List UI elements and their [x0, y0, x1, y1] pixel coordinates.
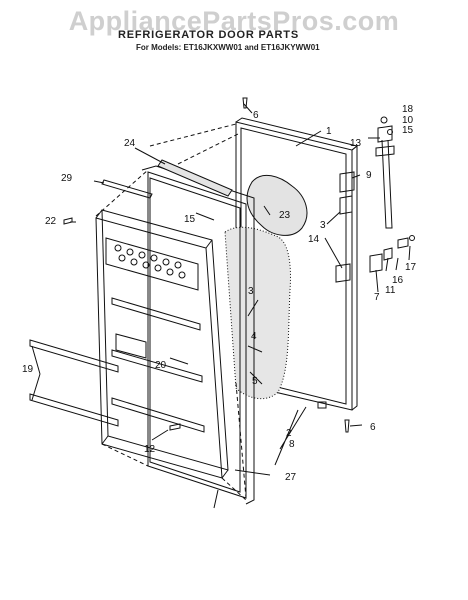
callout-label: 1 [326, 126, 332, 137]
callout-label: 10 [402, 115, 414, 126]
callout-label: 16 [392, 275, 404, 286]
callout-label: 4 [251, 331, 257, 342]
screw [169, 423, 181, 431]
screw [344, 419, 350, 433]
upper-hinge [375, 116, 395, 229]
callout-label: 14 [308, 234, 320, 245]
hinge-bracket [339, 195, 353, 215]
egg-cups [114, 244, 186, 279]
gasket-strip [157, 159, 233, 197]
assembly-lines [95, 123, 247, 501]
foam-patch [246, 174, 308, 236]
trim-strip [101, 179, 153, 199]
callout-label: 9 [366, 170, 372, 181]
callout-label: 11 [385, 285, 396, 296]
hinge-bracket [335, 263, 351, 283]
callout-label: 6 [370, 422, 376, 433]
callout-label: 27 [285, 472, 297, 483]
callout-label: 8 [289, 439, 295, 450]
callout-label: 23 [279, 210, 291, 221]
screw [242, 97, 248, 109]
plug [317, 401, 327, 409]
callout-label: 19 [22, 364, 34, 375]
callout-label: 20 [155, 360, 167, 371]
diagram-title: REFRIGERATOR DOOR PARTS [118, 29, 299, 41]
lower-hinge-parts [369, 235, 415, 273]
models-line: For Models: ET16JKXWW01 and ET16JKYWW01 [136, 43, 320, 52]
leader-lines [31, 103, 411, 509]
callout-label: 13 [350, 138, 362, 149]
callout-label: 15 [402, 125, 414, 136]
watermark: AppliancePartsPros.com [68, 6, 400, 36]
door-shelf-bar [29, 393, 119, 427]
callout-label: 5 [252, 376, 258, 387]
callout-label: 18 [402, 104, 414, 115]
inner-door-liner [95, 209, 229, 479]
callout-numbers: 18 10 15 1 6 13 9 24 29 22 15 23 3 14 3 … [22, 104, 417, 483]
callout-label: 29 [61, 173, 73, 184]
door-shelf-bar [29, 339, 119, 373]
callout-label: 17 [405, 262, 417, 273]
callout-label: 15 [184, 214, 196, 225]
callout-label: 22 [45, 216, 57, 227]
callout-label: 6 [253, 110, 259, 121]
callout-label: 12 [144, 444, 156, 455]
callout-label: 3 [320, 220, 326, 231]
callout-label: 7 [374, 292, 380, 303]
hinge-bracket [339, 171, 355, 193]
callout-label: 3 [248, 286, 254, 297]
callout-label: 24 [124, 138, 136, 149]
screw [63, 217, 73, 225]
foam-insulation [224, 226, 291, 400]
callout-label: 2 [286, 428, 292, 439]
